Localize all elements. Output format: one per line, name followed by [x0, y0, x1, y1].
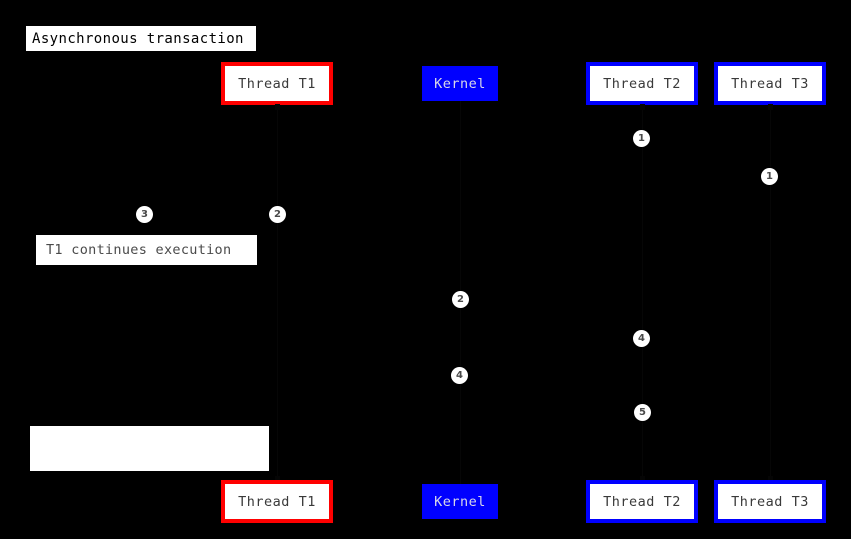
- lifeline-strand-t3: [770, 105, 771, 480]
- lifeline-stub-t2-top: [640, 104, 645, 110]
- lifeline-footer-thread-t2[interactable]: Thread T2: [586, 480, 698, 523]
- lifeline-stub-t3-top: [768, 104, 773, 110]
- lifeline-header-thread-t1[interactable]: Thread T1: [221, 62, 333, 105]
- sequence-badge: 1: [761, 168, 778, 185]
- sequence-badge: 4: [451, 367, 468, 384]
- sequence-badge: 1: [633, 130, 650, 147]
- lifeline-stub-t1-top: [275, 104, 280, 110]
- lifeline-footer-kernel[interactable]: Kernel: [422, 484, 498, 519]
- lifeline-stub-t2-bottom: [640, 476, 645, 482]
- sequence-badge: 2: [452, 291, 469, 308]
- sequence-badge: 2: [269, 206, 286, 223]
- note-blank: [30, 426, 269, 471]
- lifeline-strand-t2: [642, 105, 643, 480]
- lifeline-stub-t3-bottom: [768, 476, 773, 482]
- lifeline-strand-t1: [277, 105, 278, 480]
- lifeline-stub-t1-bottom: [275, 476, 280, 482]
- note-t1-continues-execution: T1 continues execution: [36, 235, 257, 265]
- sequence-badge: 4: [633, 330, 650, 347]
- sequence-badge: 3: [136, 206, 153, 223]
- lifeline-footer-thread-t3[interactable]: Thread T3: [714, 480, 826, 523]
- lifeline-header-kernel[interactable]: Kernel: [422, 66, 498, 101]
- lifeline-footer-thread-t1[interactable]: Thread T1: [221, 480, 333, 523]
- diagram-title: Asynchronous transaction: [26, 26, 256, 51]
- sequence-badge: 5: [634, 404, 651, 421]
- lifeline-header-thread-t3[interactable]: Thread T3: [714, 62, 826, 105]
- lifeline-header-thread-t2[interactable]: Thread T2: [586, 62, 698, 105]
